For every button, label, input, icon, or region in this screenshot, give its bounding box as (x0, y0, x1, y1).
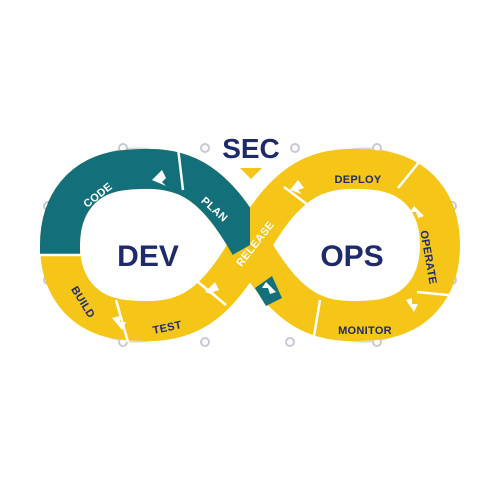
sec-label: SEC (222, 133, 280, 164)
dev-label: DEV (117, 240, 179, 273)
pointer-triangle-icon (240, 168, 262, 179)
chevron-arrow-icon (60, 170, 424, 330)
teal-crossing-segment (255, 276, 282, 306)
stage-test: TEST (152, 319, 183, 337)
teal-band (40, 148, 250, 255)
stage-monitor: MONITOR (338, 325, 392, 337)
stage-deploy: DEPLOY (334, 174, 381, 186)
band-dividers (40, 147, 459, 343)
ops-label: OPS (320, 240, 383, 273)
